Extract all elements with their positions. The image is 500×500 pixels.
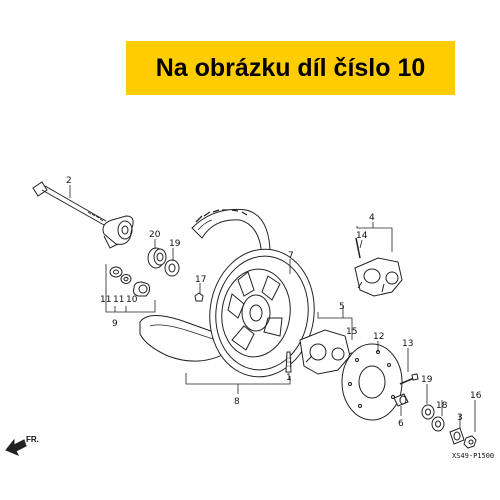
spacer-part-6 bbox=[393, 393, 409, 407]
callout-13: 13 bbox=[402, 339, 413, 349]
front-direction-arrow-icon: FR. bbox=[5, 435, 39, 456]
seal-part-19-lower bbox=[421, 404, 435, 420]
callout-3: 3 bbox=[457, 413, 463, 423]
collar-part-3 bbox=[449, 427, 465, 445]
nut-part-16 bbox=[463, 435, 477, 449]
brake-caliper-upper bbox=[354, 237, 403, 297]
callout-14: 14 bbox=[356, 231, 368, 241]
callout-5: 5 bbox=[339, 302, 345, 312]
callout-11-right: 11 bbox=[113, 295, 124, 305]
diagram-code: XS49-P1500 bbox=[452, 452, 494, 460]
bearing-part-20 bbox=[147, 247, 167, 269]
callout-12: 12 bbox=[373, 332, 384, 342]
callout-1: 1 bbox=[286, 373, 292, 383]
side-collar-part bbox=[102, 215, 134, 249]
callout-9: 9 bbox=[112, 319, 118, 329]
callout-20: 20 bbox=[149, 230, 161, 240]
axle-part bbox=[32, 181, 107, 226]
valve-part-17 bbox=[194, 292, 204, 302]
callout-4: 4 bbox=[369, 213, 375, 223]
seal-part-19-upper bbox=[164, 259, 180, 277]
banner-text: Na obrázku díl číslo 10 bbox=[155, 53, 426, 82]
direction-label: FR. bbox=[26, 435, 39, 444]
callout-7: 7 bbox=[288, 251, 294, 261]
callout-labels: 2 20 19 17 7 11 11 10 9 8 1 4 14 5 15 12… bbox=[66, 176, 494, 460]
callout-17: 17 bbox=[195, 275, 206, 285]
callout-6: 6 bbox=[398, 419, 404, 429]
valve-stem-part bbox=[285, 351, 292, 373]
callout-18: 18 bbox=[436, 401, 448, 411]
bearing-part-18 bbox=[431, 416, 445, 432]
part-number-banner: Na obrázku díl číslo 10 bbox=[126, 41, 455, 95]
callout-19-lower: 19 bbox=[421, 375, 433, 385]
wheel-rim-part bbox=[209, 248, 315, 378]
leader-lines bbox=[69, 185, 476, 432]
brake-disc-part bbox=[341, 343, 403, 421]
callout-8: 8 bbox=[234, 397, 240, 407]
callout-10: 10 bbox=[126, 295, 138, 305]
bolt-part-13 bbox=[399, 373, 419, 385]
callout-2: 2 bbox=[66, 176, 72, 186]
washer-parts bbox=[109, 266, 151, 297]
callout-11-left: 11 bbox=[100, 295, 111, 305]
callout-19-upper: 19 bbox=[169, 239, 181, 249]
callout-16: 16 bbox=[470, 391, 482, 401]
callout-15: 15 bbox=[346, 327, 357, 337]
